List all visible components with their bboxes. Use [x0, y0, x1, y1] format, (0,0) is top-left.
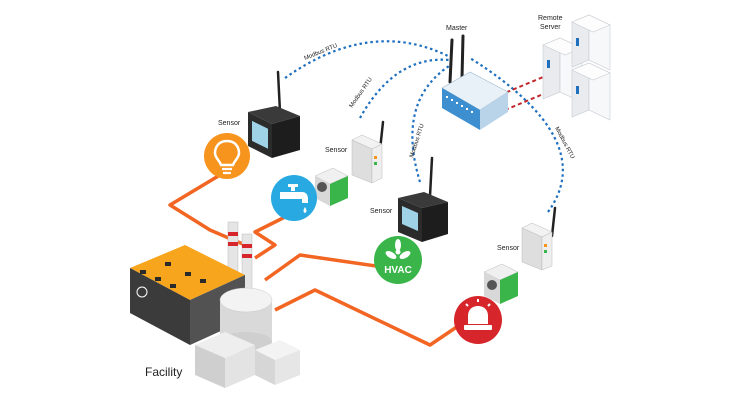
wire-water — [253, 210, 296, 260]
sensor-meter-3: Sensor — [370, 156, 448, 242]
wired-links — [168, 170, 471, 347]
remote-server-label-line2: Server — [540, 24, 561, 31]
remote-server-label-line1: Remote — [538, 15, 563, 22]
remote-server: Remote Server — [538, 14, 611, 121]
alarm-siren-icon — [464, 299, 492, 330]
hvac-fan-icon — [385, 239, 411, 259]
sensor-rtu-2: Sensor — [325, 120, 385, 184]
alarm-meter — [483, 263, 519, 304]
water-meter — [314, 167, 349, 206]
server-tower-3 — [571, 62, 611, 121]
bulb-badge — [204, 133, 250, 179]
master-label: Master — [446, 25, 468, 32]
sensor-rtu-4: Sensor — [497, 206, 557, 271]
modbus-label-2: Modbus RTU — [349, 77, 374, 109]
facility-label: Facility — [145, 365, 182, 379]
wire-bulb — [168, 170, 246, 247]
radio-link-3 — [411, 63, 453, 183]
modbus-label-1: Modbus RTU — [304, 43, 339, 62]
sensor-meter-1: Sensor — [218, 70, 300, 158]
sensor-label-4: Sensor — [497, 245, 520, 252]
sensor-label-3: Sensor — [370, 208, 393, 215]
master-gateway: Master — [441, 25, 509, 130]
hvac-badge: HVAC — [374, 236, 422, 284]
wire-alarm — [274, 288, 471, 347]
factory — [130, 221, 300, 388]
wire-hvac — [263, 253, 391, 282]
radio-link-1 — [284, 40, 449, 79]
water-tap-icon — [280, 184, 308, 213]
server-tower-2 — [571, 14, 611, 71]
sensor-label-2: Sensor — [325, 147, 348, 154]
sensor-label-1: Sensor — [218, 120, 241, 127]
water-badge — [271, 175, 317, 221]
radio-link-4 — [469, 57, 564, 213]
radio-link-2 — [359, 58, 451, 119]
radio-links — [284, 40, 564, 213]
modbus-label-3: Modbus RTU — [409, 123, 426, 158]
light-bulb-icon — [213, 139, 241, 175]
alarm-badge — [454, 296, 502, 344]
hvac-label: HVAC — [384, 265, 412, 276]
